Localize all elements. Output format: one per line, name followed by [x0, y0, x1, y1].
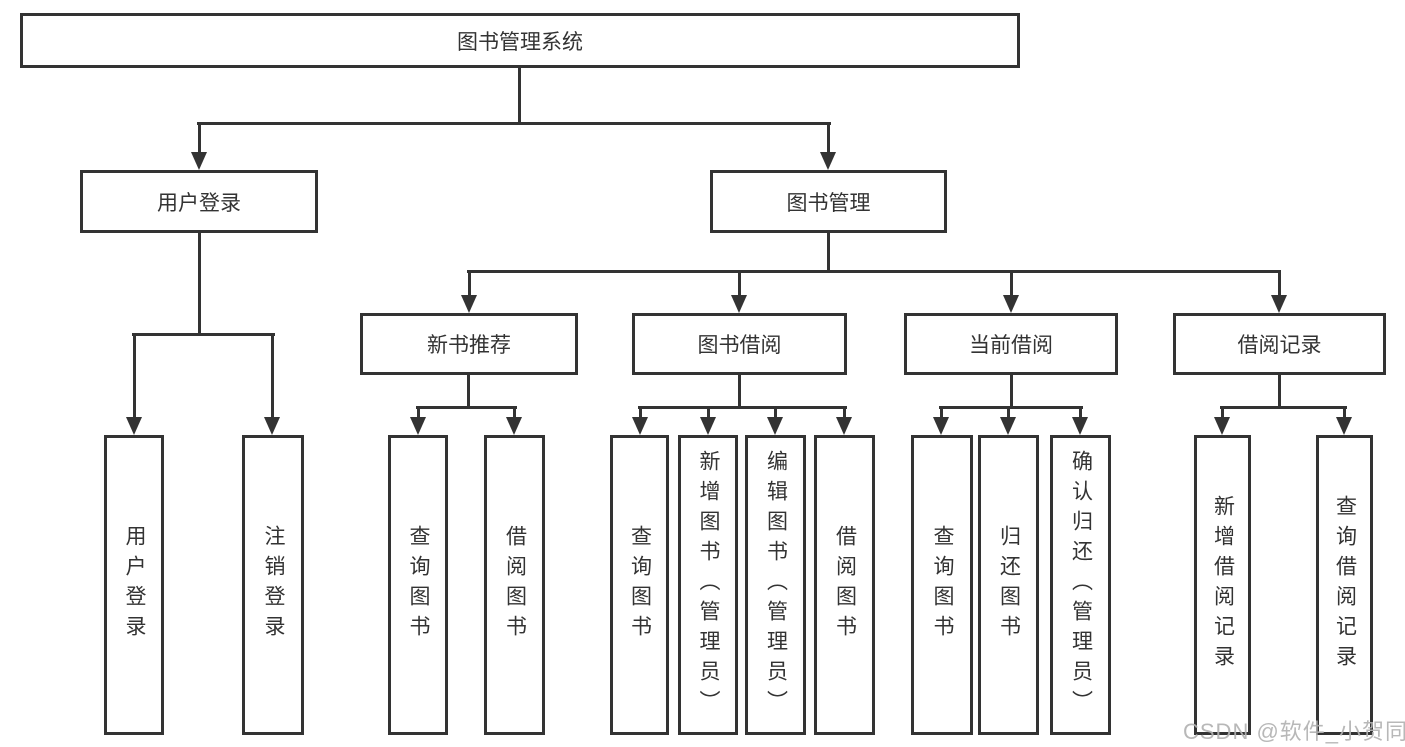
node-label: 图书管理系统 — [457, 30, 583, 54]
arrowhead-icon — [264, 417, 280, 435]
connector-stem — [198, 122, 201, 154]
leaf-borrow-add-books-admin: 新增图书（管理员） — [678, 435, 738, 735]
arrowhead-icon — [700, 417, 716, 435]
connector-stem — [271, 333, 274, 419]
arrowhead-icon — [191, 152, 207, 170]
arrowhead-icon — [933, 417, 949, 435]
connector-stem — [639, 406, 642, 419]
leaf-borrow-borrow-books: 借阅图书 — [814, 435, 875, 735]
node-book-management: 图书管理 — [710, 170, 947, 233]
arrowhead-icon — [1072, 417, 1088, 435]
arrowhead-icon — [410, 417, 426, 435]
leaf-borrow-query-books: 查询图书 — [610, 435, 669, 735]
arrowhead-icon — [731, 295, 747, 313]
node-label: 确认归还（管理员） — [1069, 450, 1093, 720]
leaf-logout: 注销登录 — [242, 435, 304, 735]
connector-stem — [468, 270, 471, 297]
node-user-login: 用户登录 — [80, 170, 318, 233]
node-label: 归还图书 — [997, 525, 1021, 645]
node-label: 借阅图书 — [833, 525, 857, 645]
connector-stem — [738, 270, 741, 297]
connector-recommend-hline — [416, 406, 517, 409]
connector-stem — [1010, 270, 1013, 297]
node-label: 借阅图书 — [503, 525, 527, 645]
arrowhead-icon — [1003, 295, 1019, 313]
connector-stem — [133, 333, 136, 419]
connector-borrowrecords-vline — [1278, 373, 1281, 408]
leaf-current-confirm-return-admin: 确认归还（管理员） — [1050, 435, 1111, 735]
node-root-system: 图书管理系统 — [20, 13, 1020, 68]
leaf-user-login: 用户登录 — [104, 435, 164, 735]
node-label: 查询图书 — [628, 525, 652, 645]
connector-userlogin-hline — [132, 333, 275, 336]
connector-stem — [1221, 406, 1224, 419]
node-label: 图书管理 — [786, 191, 871, 215]
connector-stem — [940, 406, 943, 419]
connector-stem — [513, 406, 516, 419]
node-borrow-records: 借阅记录 — [1173, 313, 1386, 375]
connector-stem — [1343, 406, 1346, 419]
connector-stem — [1079, 406, 1082, 419]
connector-bookmgmt-vline — [827, 231, 830, 272]
arrowhead-icon — [632, 417, 648, 435]
connector-stem — [417, 406, 420, 419]
connector-borrowrecords-hline — [1220, 406, 1347, 409]
leaf-records-add-record: 新增借阅记录 — [1194, 435, 1251, 735]
node-label: 用户登录 — [123, 525, 146, 645]
node-label: 图书借阅 — [697, 334, 782, 357]
node-label: 用户登录 — [157, 191, 241, 215]
connector-bookmgmt-hline — [467, 270, 1281, 273]
node-label: 注销登录 — [262, 525, 285, 645]
arrowhead-icon — [1000, 417, 1016, 435]
connector-bookborrow-hline — [638, 406, 847, 409]
arrowhead-icon — [1214, 417, 1230, 435]
connector-bookborrow-vline — [738, 373, 741, 408]
leaf-current-return-books: 归还图书 — [978, 435, 1039, 735]
node-label: 借阅记录 — [1237, 334, 1322, 357]
connector-root-vline — [518, 66, 521, 124]
node-label: 新书推荐 — [427, 334, 511, 357]
leaf-records-query-record: 查询借阅记录 — [1316, 435, 1373, 735]
node-label: 查询图书 — [407, 525, 430, 645]
leaf-borrow-edit-books-admin: 编辑图书（管理员） — [745, 435, 806, 735]
arrowhead-icon — [1271, 295, 1287, 313]
node-book-borrow: 图书借阅 — [632, 313, 847, 375]
node-label: 新增借阅记录 — [1211, 495, 1235, 675]
node-label: 查询图书 — [931, 525, 954, 645]
arrowhead-icon — [126, 417, 142, 435]
connector-userlogin-vline — [198, 231, 201, 335]
arrowhead-icon — [820, 152, 836, 170]
connector-stem — [774, 406, 777, 419]
leaf-recommend-query-books: 查询图书 — [388, 435, 448, 735]
csdn-watermark: CSDN @软件_小贺同学 — [1183, 719, 1405, 744]
node-label: 当前借阅 — [969, 334, 1053, 357]
leaf-recommend-borrow-books: 借阅图书 — [484, 435, 545, 735]
connector-stem — [843, 406, 846, 419]
arrowhead-icon — [1336, 417, 1352, 435]
leaf-current-query-books: 查询图书 — [911, 435, 973, 735]
connector-currentborrow-vline — [1010, 373, 1013, 408]
connector-root-hline — [197, 122, 831, 125]
arrowhead-icon — [836, 417, 852, 435]
connector-stem — [707, 406, 710, 419]
arrowhead-icon — [461, 295, 477, 313]
connector-currentborrow-hline — [939, 406, 1083, 409]
node-label: 查询借阅记录 — [1333, 495, 1357, 675]
connector-stem — [1278, 270, 1281, 297]
connector-stem — [827, 122, 830, 154]
arrowhead-icon — [506, 417, 522, 435]
arrowhead-icon — [767, 417, 783, 435]
connector-recommend-vline — [467, 373, 470, 408]
node-label: 新增图书（管理员） — [697, 450, 720, 720]
node-new-book-recommend: 新书推荐 — [360, 313, 578, 375]
connector-stem — [1007, 406, 1010, 419]
node-label: 编辑图书（管理员） — [764, 450, 788, 720]
node-current-borrow: 当前借阅 — [904, 313, 1118, 375]
